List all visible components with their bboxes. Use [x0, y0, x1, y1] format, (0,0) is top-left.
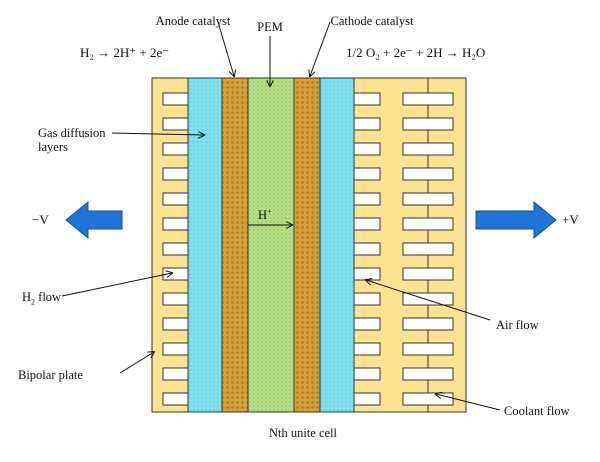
- air-channel: [353, 142, 381, 156]
- anode-catalyst-layer: [221, 77, 249, 413]
- coolant-channel: [402, 317, 454, 331]
- h2-flow-base: H: [22, 290, 32, 304]
- cathode-reaction-equation: 1/2 O₂ + 2e⁻ + 2H → H₂O: [346, 45, 486, 60]
- nth-cell-label: Nth unite cell: [268, 426, 338, 440]
- h2-flow-label: H2 flow: [22, 290, 61, 310]
- negative-terminal-arrow: [65, 200, 123, 240]
- air-flow-label: Air flow: [496, 318, 539, 332]
- flow-channels: [162, 92, 454, 406]
- hydrogen-channel: [162, 192, 189, 206]
- positive-terminal-arrow: [475, 200, 557, 240]
- coolant-channel: [402, 92, 454, 106]
- positive-terminal-label: +V: [562, 212, 579, 227]
- hydrogen-channel: [162, 342, 189, 356]
- anode-catalyst-pointer: [217, 21, 234, 76]
- hydrogen-channel: [162, 217, 189, 231]
- hydrogen-channel: [162, 367, 189, 381]
- air-channel: [353, 217, 381, 231]
- coolant-channel: [402, 142, 454, 156]
- anode-catalyst-label: Anode catalyst: [155, 14, 231, 28]
- h2-flow-sub: 2: [31, 297, 36, 307]
- hydrogen-channel: [162, 117, 189, 131]
- gas-diffusion-label-line1: Gas diffusion: [38, 126, 106, 140]
- negative-terminal-label: −V: [32, 212, 49, 227]
- cathode-catalyst-layer: [293, 77, 321, 413]
- left-gas-diffusion-layer: [187, 77, 223, 413]
- air-channel: [353, 392, 381, 406]
- right-gas-diffusion-layer: [319, 77, 355, 413]
- coolant-channel: [402, 192, 454, 206]
- coolant-channel: [402, 117, 454, 131]
- coolant-channel: [402, 242, 454, 256]
- coolant-channel: [402, 167, 454, 181]
- proton-label: H+: [258, 205, 272, 222]
- pem-label: PEM: [257, 20, 283, 34]
- hydrogen-channel: [162, 292, 189, 306]
- air-flow-pointer: [366, 280, 491, 321]
- proton-label-sup: +: [267, 207, 272, 216]
- proton-label-base: H: [258, 208, 268, 223]
- bipolar-plate-label: Bipolar plate: [18, 368, 83, 382]
- bipolar-plate-pointer: [119, 352, 154, 374]
- air-channel: [353, 92, 381, 106]
- air-channel: [353, 367, 381, 381]
- coolant-channel: [402, 217, 454, 231]
- hydrogen-channel: [162, 92, 189, 106]
- coolant-channel: [402, 392, 454, 406]
- hydrogen-channel: [162, 392, 189, 406]
- hydrogen-channel: [162, 242, 189, 256]
- air-channel: [353, 317, 381, 331]
- cathode-catalyst-pointer: [310, 21, 331, 76]
- coolant-channel: [402, 367, 454, 381]
- air-channel: [353, 242, 381, 256]
- pem-layer: [247, 77, 295, 413]
- air-channel: [353, 267, 381, 281]
- air-channel: [353, 292, 381, 306]
- air-channel: [353, 117, 381, 131]
- coolant-channel: [402, 342, 454, 356]
- coolant-channel: [402, 267, 454, 281]
- air-channel: [353, 342, 381, 356]
- gas-diffusion-pointer: [111, 133, 204, 135]
- hydrogen-channel: [162, 167, 189, 181]
- coolant-flow-pointer: [436, 394, 501, 411]
- h2-flow-pointer: [61, 273, 172, 297]
- cathode-catalyst-label: Cathode catalyst: [330, 14, 414, 28]
- hydrogen-channel: [162, 142, 189, 156]
- hydrogen-channel: [162, 317, 189, 331]
- air-channel: [353, 192, 381, 206]
- anode-reaction-equation: H₂ → 2H⁺ + 2e⁻: [80, 45, 170, 60]
- gas-diffusion-label-line2: layers: [38, 140, 68, 154]
- air-channel: [353, 167, 381, 181]
- h2-flow-rest: flow: [35, 290, 62, 304]
- coolant-flow-label: Coolant flow: [504, 404, 570, 418]
